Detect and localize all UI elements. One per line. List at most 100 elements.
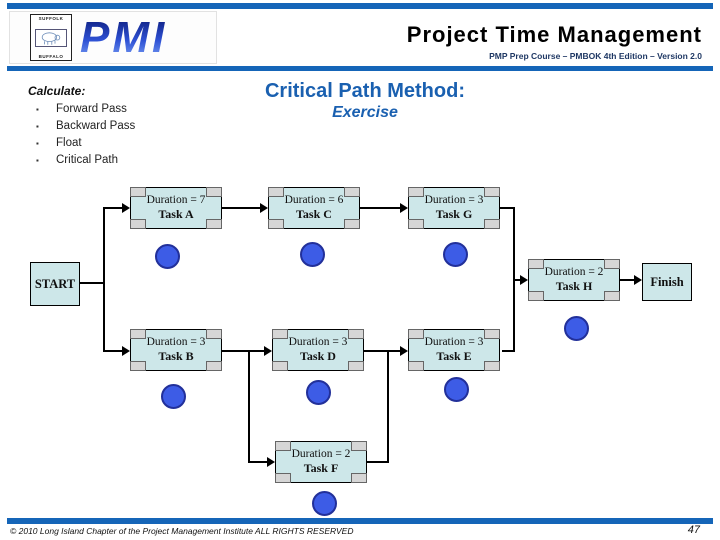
task-d-marker <box>306 380 331 405</box>
task-node-h: Duration = 2 Task H <box>528 259 620 301</box>
pmi-chapter-logo: SUFFOLK BUFFALO PMI <box>10 12 216 63</box>
node-corner-cell <box>528 259 544 269</box>
edge-b-f-vertical <box>248 350 250 463</box>
edge-start-vertical <box>103 207 105 352</box>
node-corner-cell <box>206 187 222 197</box>
arrowhead-into-f-icon <box>267 457 275 467</box>
calculate-heading: Calculate: <box>28 84 86 98</box>
edge-start-out <box>80 282 104 284</box>
task-node-f: Duration = 2 Task F <box>275 441 367 483</box>
node-corner-cell <box>604 291 620 301</box>
task-name: Task C <box>296 207 332 221</box>
node-corner-cell <box>275 441 291 451</box>
pmi-logo-word: PMI <box>80 12 168 62</box>
node-corner-cell <box>206 329 222 339</box>
task-name: Task B <box>158 349 194 363</box>
node-corner-cell <box>484 219 500 229</box>
node-corner-cell <box>408 329 424 339</box>
node-corner-cell <box>272 361 288 371</box>
task-duration: Duration = 3 <box>424 336 484 348</box>
list-item: ▪ Backward Pass <box>36 120 135 137</box>
task-duration: Duration = 3 <box>288 336 348 348</box>
header-rule-bar <box>7 66 713 71</box>
node-corner-cell <box>206 219 222 229</box>
top-accent-bar <box>7 3 713 9</box>
task-node-e: Duration = 3 Task E <box>408 329 500 371</box>
calculate-list: ▪ Forward Pass ▪ Backward Pass ▪ Float ▪… <box>36 103 135 171</box>
edge-b-to-d <box>222 350 264 352</box>
node-corner-cell <box>130 187 146 197</box>
bullet-icon: ▪ <box>36 156 39 165</box>
list-item: ▪ Critical Path <box>36 154 135 171</box>
node-corner-cell <box>484 187 500 197</box>
task-g-marker <box>443 242 468 267</box>
task-node-a: Duration = 7 Task A <box>130 187 222 229</box>
task-name: Task G <box>435 207 473 221</box>
task-name: Task H <box>555 279 593 293</box>
edge-into-h <box>513 279 521 281</box>
node-corner-cell <box>268 187 284 197</box>
task-duration: Duration = 3 <box>146 336 206 348</box>
node-corner-cell <box>351 473 367 483</box>
task-h-marker <box>564 316 589 341</box>
node-corner-cell <box>408 187 424 197</box>
edge-d-to-e <box>364 350 400 352</box>
emblem-bottom-text: BUFFALO <box>38 54 64 59</box>
start-node: START <box>30 262 80 306</box>
list-item-label: Backward Pass <box>56 120 136 132</box>
arrowhead-into-c-icon <box>260 203 268 213</box>
course-subtitle: PMP Prep Course – PMBOK 4th Edition – Ve… <box>489 51 702 61</box>
buffalo-icon <box>35 28 67 47</box>
node-corner-cell <box>130 219 146 229</box>
page-number: 47 <box>687 524 700 536</box>
emblem-top-text: SUFFOLK <box>38 16 64 21</box>
task-node-b: Duration = 3 Task B <box>130 329 222 371</box>
node-corner-cell <box>528 291 544 301</box>
node-corner-cell <box>604 259 620 269</box>
bullet-icon: ▪ <box>36 122 39 131</box>
node-corner-cell <box>130 361 146 371</box>
start-label: START <box>34 276 76 291</box>
list-item-label: Float <box>56 137 82 149</box>
edge-a-to-c <box>222 207 260 209</box>
task-duration: Duration = 3 <box>424 194 484 206</box>
node-corner-cell <box>408 219 424 229</box>
chapter-emblem: SUFFOLK BUFFALO <box>30 14 72 61</box>
task-duration: Duration = 7 <box>146 194 206 206</box>
edge-into-f <box>248 461 268 463</box>
edge-start-to-a <box>103 207 123 209</box>
node-corner-cell <box>408 361 424 371</box>
task-node-c: Duration = 6 Task C <box>268 187 360 229</box>
arrowhead-into-finish-icon <box>634 275 642 285</box>
node-corner-cell <box>272 329 288 339</box>
finish-label: Finish <box>650 274 684 289</box>
node-corner-cell <box>130 329 146 339</box>
footer-accent-bar <box>7 518 713 524</box>
node-corner-cell <box>344 187 360 197</box>
arrowhead-into-b-icon <box>122 346 130 356</box>
task-duration: Duration = 2 <box>544 266 604 278</box>
bullet-icon: ▪ <box>36 105 39 114</box>
task-name: Task F <box>303 461 339 475</box>
arrowhead-into-h-icon <box>520 275 528 285</box>
task-name: Task A <box>158 207 194 221</box>
slide-title: Project Time Management <box>406 22 702 47</box>
copyright-text: © 2010 Long Island Chapter of the Projec… <box>10 526 354 536</box>
arrowhead-into-e-icon <box>400 346 408 356</box>
task-name: Task E <box>436 349 472 363</box>
node-corner-cell <box>348 361 364 371</box>
node-corner-cell <box>206 361 222 371</box>
task-name: Task D <box>300 349 336 363</box>
task-c-marker <box>300 242 325 267</box>
arrowhead-into-g-icon <box>400 203 408 213</box>
bullet-icon: ▪ <box>36 139 39 148</box>
edge-f-e-vertical <box>387 350 389 463</box>
edge-f-out <box>367 461 389 463</box>
list-item: ▪ Float <box>36 137 135 154</box>
finish-node: Finish <box>642 263 692 301</box>
node-corner-cell <box>268 219 284 229</box>
edge-g-out <box>500 207 515 209</box>
node-corner-cell <box>348 329 364 339</box>
task-f-marker <box>312 491 337 516</box>
